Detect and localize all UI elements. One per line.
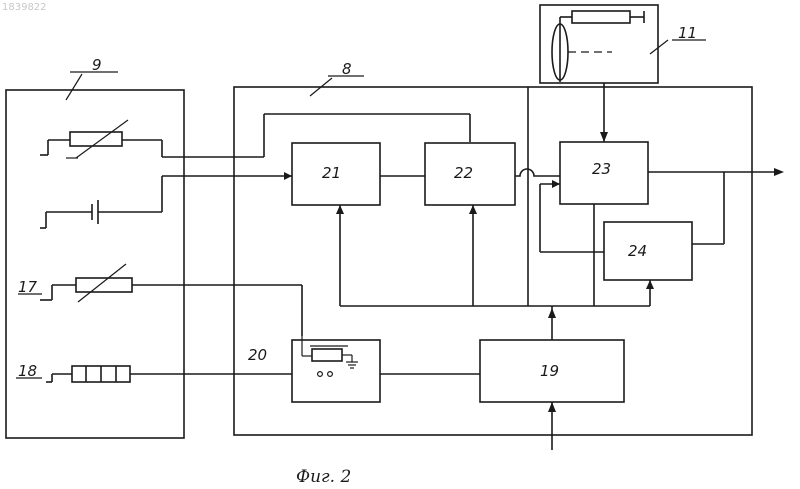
label-24: 24 xyxy=(628,242,647,260)
block-24 xyxy=(604,222,692,280)
link-22-23 xyxy=(515,169,560,176)
output-arrow xyxy=(774,168,784,176)
label-19: 19 xyxy=(540,362,559,380)
label-9: 9 xyxy=(92,56,102,74)
label-23: 23 xyxy=(592,160,611,178)
label-21: 21 xyxy=(322,164,341,182)
label-20: 20 xyxy=(248,346,267,364)
label-22: 22 xyxy=(454,164,473,182)
figure-caption: Фиг. 2 xyxy=(296,467,351,487)
label-8: 8 xyxy=(342,60,352,78)
label-11: 11 xyxy=(678,24,697,42)
sensor-18 xyxy=(46,366,480,382)
label-18: 18 xyxy=(18,362,37,380)
label-17: 17 xyxy=(18,278,38,296)
document-number: 1839822 xyxy=(2,2,47,13)
